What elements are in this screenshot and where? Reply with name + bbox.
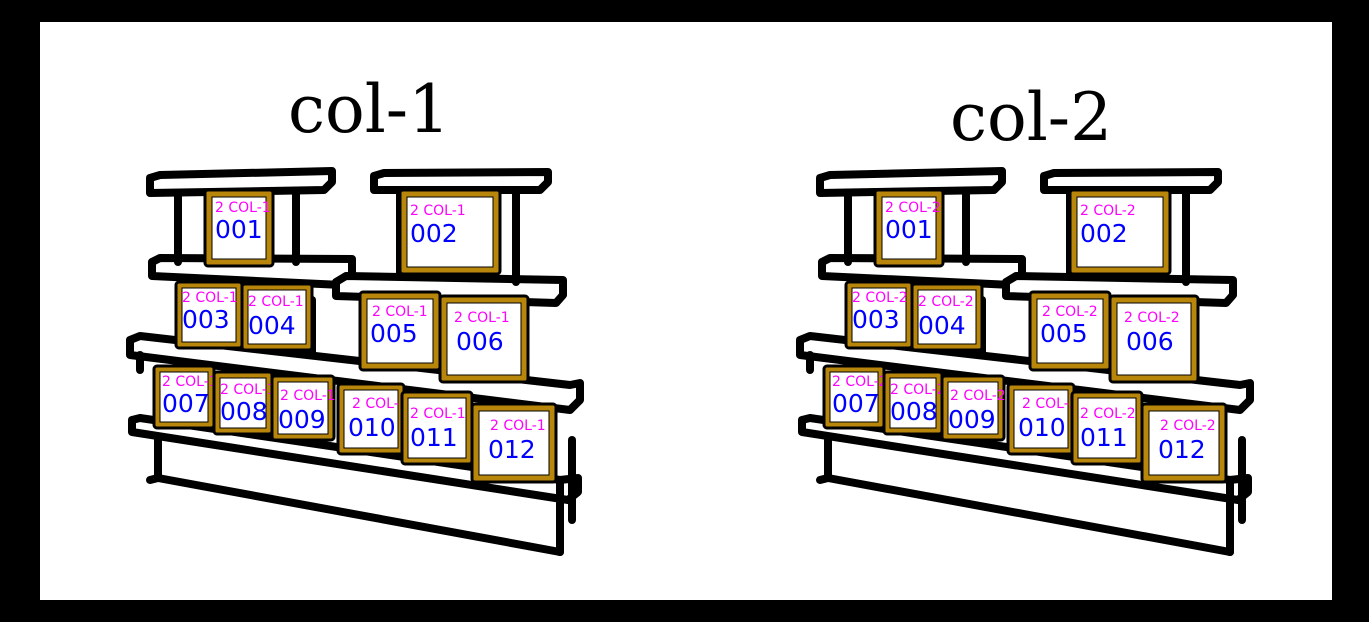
box-code: 2 COL-2 bbox=[1042, 304, 1098, 320]
box-007: 2 COL-1 007 bbox=[152, 364, 218, 430]
box-number: 011 bbox=[1080, 423, 1128, 452]
box-number: 004 bbox=[248, 311, 296, 340]
box-001: 2 COL-1 001 bbox=[203, 188, 275, 268]
box-number: 004 bbox=[918, 311, 966, 340]
box-code: 2 COL-1 bbox=[372, 304, 428, 320]
box-code: 2 COL-1 bbox=[280, 388, 336, 404]
box-number: 006 bbox=[456, 327, 504, 356]
box-number: 009 bbox=[948, 405, 996, 434]
box-010: 2 COL-1 010 bbox=[336, 382, 408, 456]
box-005: 2 COL-2 005 bbox=[1028, 290, 1112, 372]
box-005: 2 COL-1 005 bbox=[358, 290, 442, 372]
box-011: 2 COL-1 011 bbox=[400, 390, 474, 466]
box-002: 2 COL-1 002 bbox=[398, 188, 502, 276]
box-code: 2 COL-1 bbox=[490, 418, 546, 434]
box-number: 009 bbox=[278, 405, 326, 434]
box-006: 2 COL-2 006 bbox=[1108, 294, 1200, 384]
shelf-top-right-plank bbox=[1040, 168, 1222, 194]
shelf-top-right-plank bbox=[370, 168, 552, 194]
box-code: 2 COL-2 bbox=[950, 388, 1006, 404]
box-011: 2 COL-2 011 bbox=[1070, 390, 1144, 466]
box-number: 010 bbox=[348, 413, 396, 442]
box-003: 2 COL-2 003 bbox=[844, 280, 914, 350]
shelf-top-left-plank bbox=[816, 167, 1006, 197]
box-number: 008 bbox=[890, 397, 938, 426]
box-004: 2 COL-2 004 bbox=[910, 282, 984, 352]
box-code: 2 COL-2 bbox=[1124, 310, 1180, 326]
box-012: 2 COL-2 012 bbox=[1140, 402, 1228, 484]
box-code: 2 COL-1 bbox=[248, 294, 304, 310]
box-code: 2 COL-2 bbox=[1022, 396, 1078, 412]
box-008: 2 COL-1 008 bbox=[212, 370, 276, 436]
box-number: 003 bbox=[182, 305, 230, 334]
box-code: 2 COL-1 bbox=[410, 203, 466, 219]
box-number: 006 bbox=[1126, 327, 1174, 356]
box-008: 2 COL-2 008 bbox=[882, 370, 946, 436]
box-code: 2 COL-2 bbox=[832, 374, 888, 390]
box-number: 008 bbox=[220, 397, 268, 426]
box-number: 005 bbox=[370, 319, 418, 348]
box-code: 2 COL-1 bbox=[454, 310, 510, 326]
column-title: col-2 bbox=[950, 79, 1112, 156]
box-code: 2 COL-1 bbox=[215, 200, 271, 216]
box-006: 2 COL-1 006 bbox=[438, 294, 530, 384]
box-number: 012 bbox=[488, 435, 536, 464]
box-number: 003 bbox=[852, 305, 900, 334]
box-number: 011 bbox=[410, 423, 458, 452]
box-009: 2 COL-1 009 bbox=[270, 374, 336, 442]
box-code: 2 COL-2 bbox=[1080, 406, 1136, 422]
box-code: 2 COL-2 bbox=[885, 200, 941, 216]
box-code: 2 COL-2 bbox=[918, 294, 974, 310]
box-number: 012 bbox=[1158, 435, 1206, 464]
box-number: 010 bbox=[1018, 413, 1066, 442]
box-code: 2 COL-2 bbox=[852, 290, 908, 306]
column-1: col-1 2 COL-1 bbox=[126, 71, 584, 556]
box-003: 2 COL-1 003 bbox=[174, 280, 244, 350]
box-009: 2 COL-2 009 bbox=[940, 374, 1006, 442]
box-001: 2 COL-2 001 bbox=[873, 188, 945, 268]
box-004: 2 COL-1 004 bbox=[240, 282, 314, 352]
shelf-base-foot bbox=[146, 474, 162, 484]
box-number: 005 bbox=[1040, 319, 1088, 348]
column-2: col-2 2 COL-2 001 bbox=[796, 79, 1254, 556]
box-code: 2 COL-2 bbox=[1080, 203, 1136, 219]
box-code: 2 COL-1 bbox=[410, 406, 466, 422]
box-number: 007 bbox=[162, 389, 210, 418]
box-007: 2 COL-2 007 bbox=[822, 364, 888, 430]
box-code: 2 COL-1 bbox=[162, 374, 218, 390]
shelf-base-foot bbox=[816, 474, 832, 484]
box-012: 2 COL-1 012 bbox=[470, 402, 558, 484]
box-number: 002 bbox=[410, 219, 458, 248]
box-code: 2 COL-2 bbox=[1160, 418, 1216, 434]
box-number: 001 bbox=[215, 215, 263, 244]
box-code: 2 COL-1 bbox=[182, 290, 238, 306]
box-number: 002 bbox=[1080, 219, 1128, 248]
shelf-top-left-plank bbox=[146, 167, 336, 197]
box-number: 001 bbox=[885, 215, 933, 244]
box-010: 2 COL-2 010 bbox=[1006, 382, 1078, 456]
box-code: 2 COL-1 bbox=[352, 396, 408, 412]
box-code: 2 COL-1 bbox=[220, 382, 276, 398]
column-title: col-1 bbox=[288, 71, 450, 148]
box-number: 007 bbox=[832, 389, 880, 418]
box-code: 2 COL-2 bbox=[890, 382, 946, 398]
box-002: 2 COL-2 002 bbox=[1068, 188, 1172, 276]
